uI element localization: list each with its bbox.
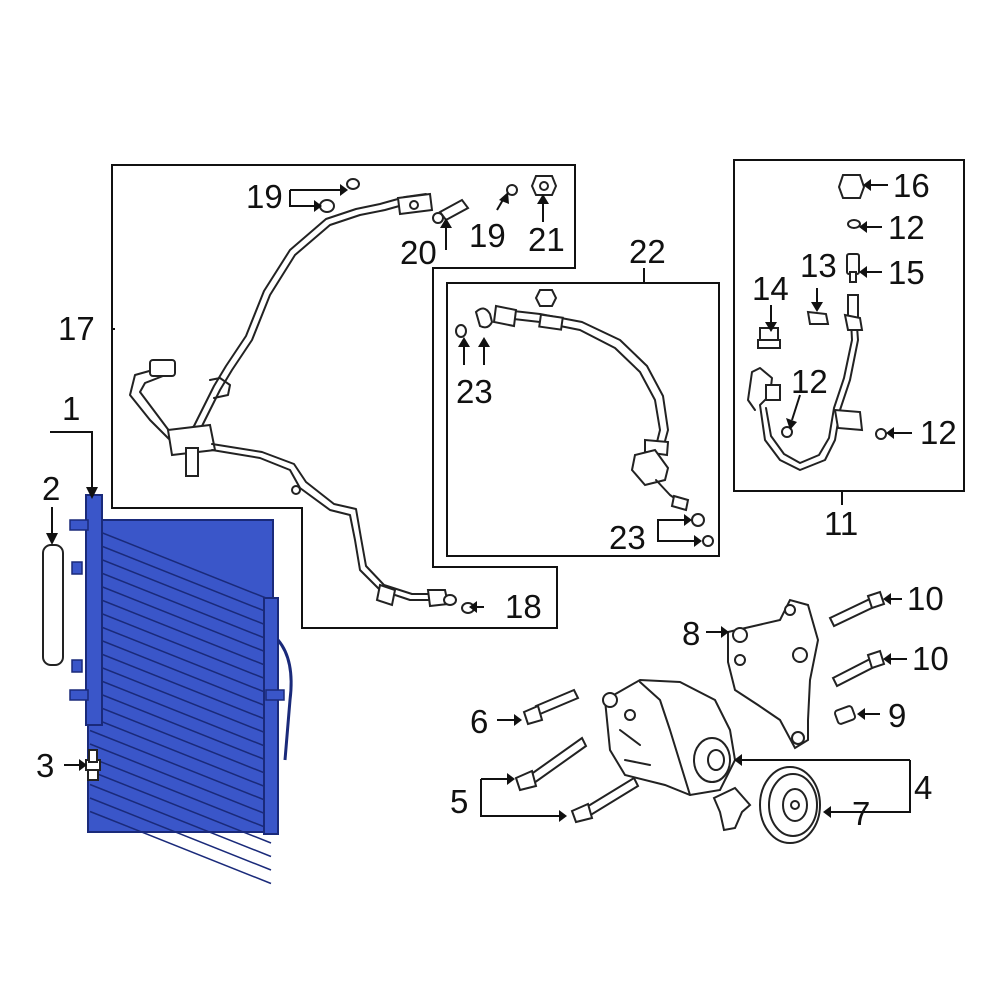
condenser-fin [89, 743, 272, 817]
callout-12-right: 12 [920, 414, 957, 451]
o-ring[interactable] [702, 535, 714, 547]
callout-22: 22 [629, 233, 666, 270]
compressor-bolt[interactable] [522, 688, 580, 726]
condenser-fin [89, 567, 272, 642]
callout-2: 2 [42, 470, 60, 507]
callout-9: 9 [888, 697, 906, 734]
pressure-line-assembly[interactable] [747, 294, 864, 471]
condenser-fin [89, 675, 272, 750]
callout-11: 11 [824, 505, 858, 542]
condenser-fin [89, 540, 272, 615]
condenser[interactable] [69, 494, 293, 885]
callout-23-lower: 23 [609, 519, 646, 556]
o-ring[interactable] [346, 178, 360, 190]
condenser-fin [89, 729, 272, 804]
suction-line-assembly[interactable] [492, 289, 690, 512]
clutch-connector[interactable] [712, 786, 752, 832]
callout-8: 8 [682, 615, 700, 652]
pressure-sensor[interactable] [806, 310, 830, 325]
valve-core[interactable] [846, 253, 860, 283]
condenser-fin [89, 662, 272, 736]
clutch-pulley[interactable] [759, 766, 821, 844]
callout-17: 17 [58, 310, 95, 347]
callout-16: 16 [893, 167, 930, 204]
callout-19-left: 19 [246, 178, 283, 215]
compressor-bolt[interactable] [570, 776, 640, 824]
callouts: 1 2 3 4 5 6 7 8 9 10 10 11 12 12 12 13 1… [36, 167, 957, 832]
condenser-fin [89, 783, 272, 858]
leader-lines [50, 184, 912, 817]
condenser-fin [89, 581, 272, 655]
o-ring[interactable] [781, 426, 793, 438]
callout-4: 4 [914, 769, 932, 806]
condenser-fin [89, 594, 272, 669]
condenser-fin [89, 648, 272, 723]
compressor-bolt[interactable] [514, 736, 588, 792]
o-ring[interactable] [455, 324, 467, 338]
condenser-bolt[interactable] [85, 749, 101, 781]
condenser-fin [89, 797, 272, 871]
condenser-fin [89, 702, 272, 777]
callout-13: 13 [800, 247, 837, 284]
callout-18: 18 [505, 588, 542, 625]
group-box-17 [111, 164, 576, 629]
callout-21: 21 [528, 221, 565, 258]
condenser-fin [89, 716, 272, 790]
callout-5: 5 [450, 783, 468, 820]
callout-7: 7 [852, 795, 870, 832]
o-ring[interactable] [847, 219, 861, 229]
condenser-fin [89, 770, 272, 844]
cap[interactable] [530, 175, 558, 196]
o-ring[interactable] [691, 513, 705, 527]
valve-core[interactable] [432, 198, 470, 224]
o-ring[interactable] [506, 184, 518, 196]
arrowheads [46, 179, 894, 822]
callout-23-upper: 23 [456, 373, 493, 410]
condenser-fin [89, 810, 272, 885]
group-box-11 [733, 159, 965, 492]
o-ring[interactable] [319, 199, 335, 213]
bolt[interactable] [828, 590, 886, 628]
callout-20: 20 [400, 234, 437, 271]
o-ring[interactable] [875, 428, 887, 440]
callout-6: 6 [470, 703, 488, 740]
callout-14: 14 [752, 270, 789, 307]
condenser-fin [89, 756, 272, 831]
mounting-bracket[interactable] [727, 598, 820, 750]
callout-3: 3 [36, 747, 54, 784]
drier-cartridge[interactable] [42, 544, 64, 666]
cap[interactable] [837, 174, 866, 199]
condenser-fin [89, 608, 272, 682]
callout-19-right: 19 [469, 217, 506, 254]
condenser-fin [89, 689, 272, 763]
pressure-switch[interactable] [757, 327, 781, 349]
callout-10-lower: 10 [912, 640, 949, 677]
group-box-22 [446, 282, 720, 557]
condenser-fin [89, 621, 272, 696]
compressor[interactable] [602, 678, 737, 797]
bolt[interactable] [831, 649, 886, 688]
seal-plate[interactable] [474, 307, 494, 329]
callout-1: 1 [62, 390, 80, 427]
discharge-line-assembly[interactable] [129, 192, 457, 608]
callout-10-upper: 10 [907, 580, 944, 617]
condenser-fin [89, 635, 272, 709]
condenser-fin [89, 527, 272, 601]
condenser-fin [89, 554, 272, 628]
callout-15: 15 [888, 254, 925, 291]
dowel-sleeve[interactable] [833, 705, 857, 725]
callout-12-top: 12 [888, 209, 925, 246]
callout-12-left: 12 [791, 363, 828, 400]
